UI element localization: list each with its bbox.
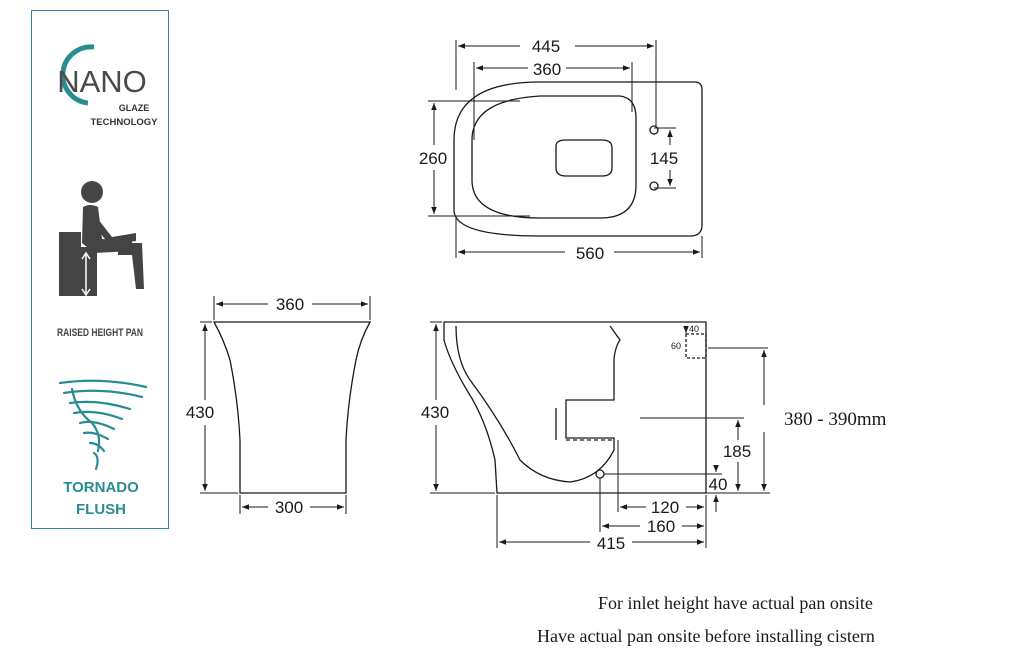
nano-swoosh-icon (60, 44, 95, 106)
nano-glaze-text: GLAZE (119, 103, 150, 113)
pan-outline-side (443, 321, 707, 494)
dim-300: 300 (275, 498, 303, 517)
fixing-hole-upper (649, 125, 659, 135)
tornado-text: TORNADO (63, 479, 139, 496)
feature-badges: NANO GLAZE TECHNOLOGY RAISED HEIGHT PAN (57, 44, 158, 518)
fixing-hole-side (595, 469, 605, 479)
dim-40-bottom: 40 (709, 475, 728, 494)
nano-logo-text: NANO (57, 64, 147, 99)
dim-360-front: 360 (276, 295, 304, 314)
feature-panel: NANO GLAZE TECHNOLOGY RAISED HEIGHT PAN (31, 10, 169, 529)
dim-120: 120 (651, 498, 679, 517)
dim-40-cistern: 40 (689, 324, 699, 334)
side-view (443, 321, 707, 494)
seated-person-icon (59, 181, 144, 297)
tornado-flush-badge: TORNADO FLUSH (58, 379, 148, 518)
dim-60-cistern: 60 (671, 341, 681, 351)
dim-360-top: 360 (533, 60, 561, 79)
nano-technology-text: TECHNOLOGY (90, 117, 158, 128)
cistern-inlet-outline (685, 333, 707, 359)
dim-185: 185 (723, 442, 751, 461)
note-install-cistern: Have actual pan onsite before installing… (537, 626, 875, 646)
nano-glaze-badge: NANO GLAZE TECHNOLOGY (57, 44, 158, 128)
dim-445: 445 (532, 37, 560, 56)
raised-height-text: RAISED HEIGHT PAN (57, 327, 143, 339)
dim-415: 415 (597, 534, 625, 553)
side-dimensions (430, 321, 770, 548)
note-inlet-height: For inlet height have actual pan onsite (598, 593, 873, 613)
dim-160: 160 (647, 517, 675, 536)
front-view (212, 321, 372, 494)
dim-inlet-range: 380 - 390mm (784, 409, 887, 430)
trap-way-side (455, 325, 621, 483)
flush-text: FLUSH (76, 501, 126, 518)
raised-height-badge: RAISED HEIGHT PAN (57, 181, 144, 339)
front-dimensions (200, 296, 371, 514)
top-view (453, 81, 703, 237)
dim-430-side: 430 (421, 403, 449, 422)
tornado-swirl-icon (58, 379, 148, 471)
dim-430-front: 430 (186, 403, 214, 422)
fixing-hole-lower (649, 181, 659, 191)
top-dimensions (428, 40, 703, 258)
dim-260: 260 (419, 149, 447, 168)
dim-145: 145 (650, 149, 678, 168)
dim-560: 560 (576, 244, 604, 263)
pan-outline-front (212, 321, 372, 494)
pan-outline-top (453, 81, 703, 237)
bowl-rim-top (471, 95, 637, 219)
flush-outlet-top (555, 139, 613, 177)
